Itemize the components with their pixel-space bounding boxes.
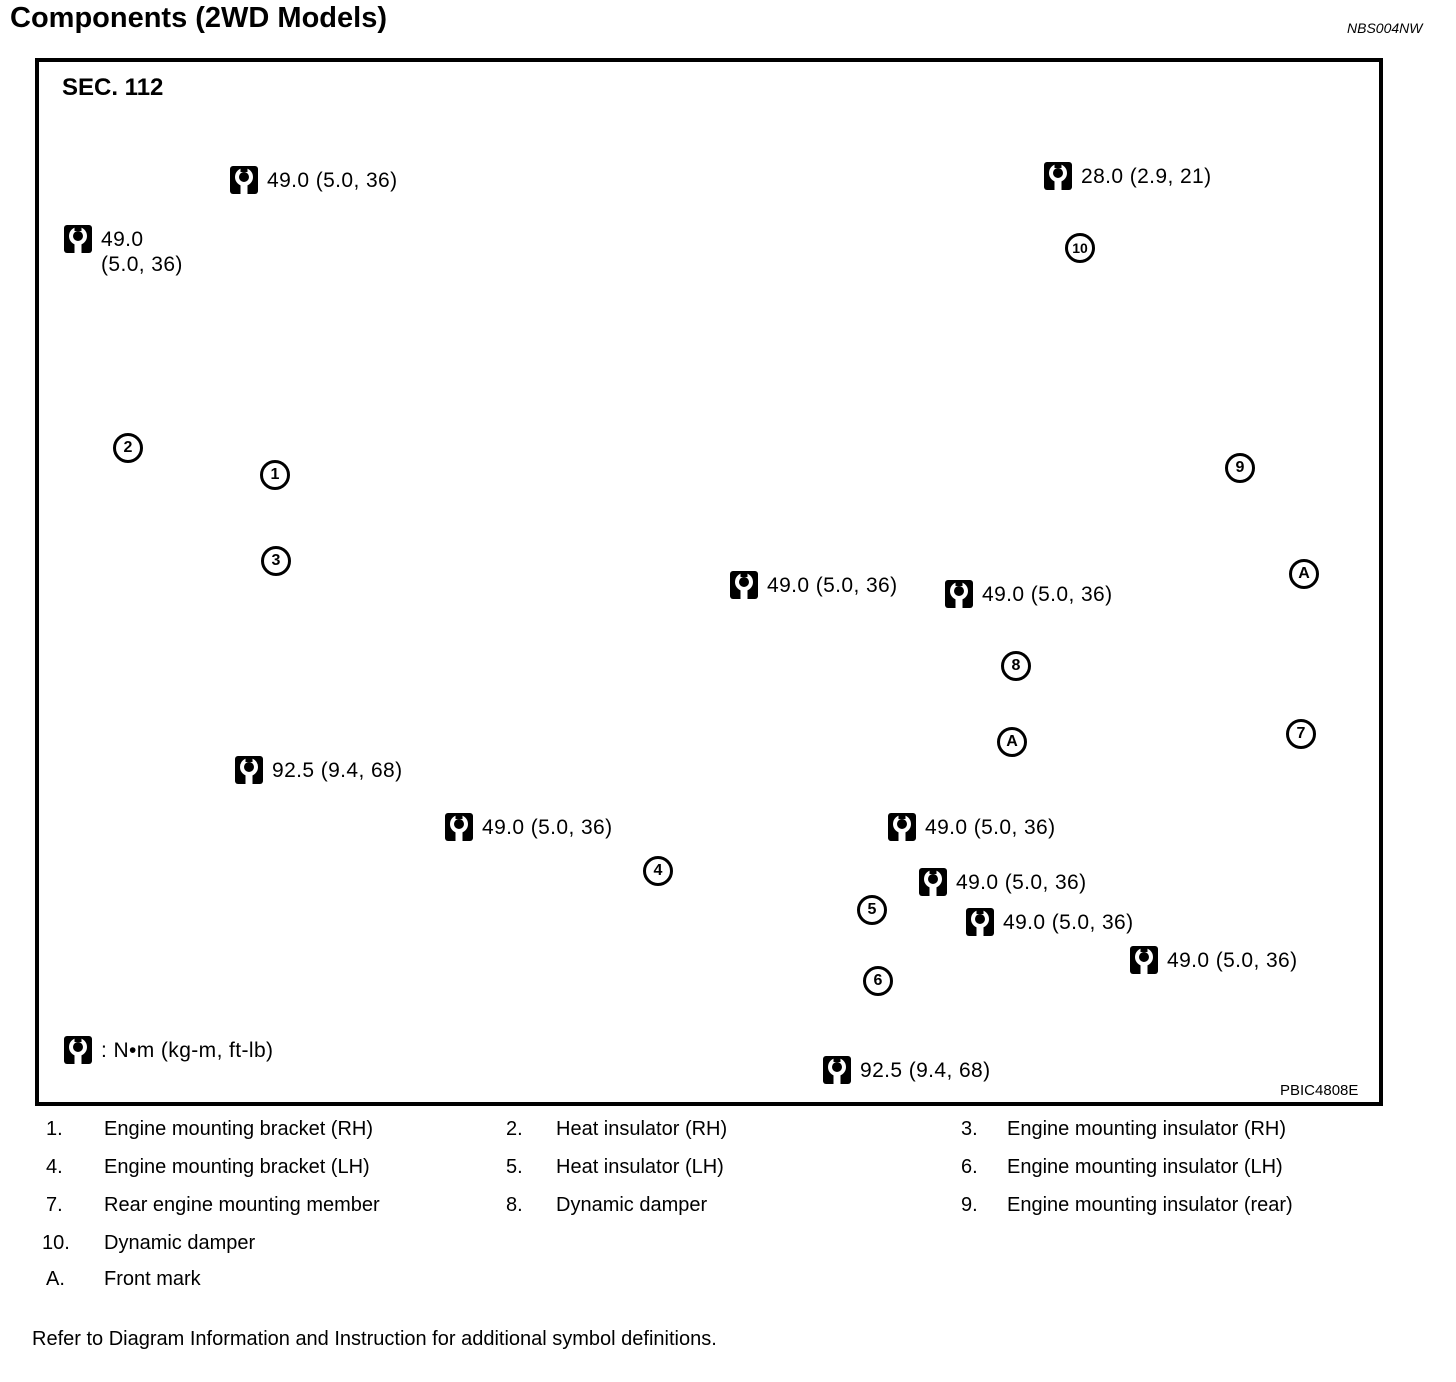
part-label: Engine mounting insulator (RH) xyxy=(1007,1118,1287,1140)
marker-10: 10 xyxy=(1065,233,1095,263)
torque-wrench-icon xyxy=(445,813,473,841)
torque-wrench-icon xyxy=(966,908,994,936)
torque-callout: 49.0 (5.0, 36) xyxy=(945,580,1113,608)
torque-callout: 49.0 (5.0, 36) xyxy=(888,813,1056,841)
part-label: Heat insulator (RH) xyxy=(556,1118,728,1140)
torque-legend: : N•m (kg-m, ft-lb) xyxy=(64,1036,273,1064)
torque-callout: 28.0 (2.9, 21) xyxy=(1044,162,1212,190)
part-num: 5. xyxy=(506,1156,523,1178)
marker-6: 6 xyxy=(863,966,893,996)
part-label: Engine mounting insulator (rear) xyxy=(1007,1194,1293,1216)
part-num: 2. xyxy=(506,1118,523,1140)
marker-9: 9 xyxy=(1225,453,1255,483)
torque-value: 49.0 (5.0, 36) xyxy=(925,816,1056,839)
torque-wrench-icon xyxy=(888,813,916,841)
torque-value: 49.0 (5.0, 36) xyxy=(1003,911,1134,934)
torque-value: 92.5 (9.4, 68) xyxy=(272,759,403,782)
torque-value: 49.0 (5.0, 36) xyxy=(482,816,613,839)
part-num: 8. xyxy=(506,1194,523,1216)
part-label: Dynamic damper xyxy=(104,1232,256,1254)
part-num: 9. xyxy=(961,1194,978,1216)
marker-A-rear: A xyxy=(1289,559,1319,589)
part-num: A. xyxy=(46,1268,65,1290)
torque-value: 49.0 (5.0, 36) xyxy=(767,574,898,597)
marker-A-member: A xyxy=(997,727,1027,757)
torque-value: 49.0 (5.0, 36) xyxy=(267,169,398,192)
torque-wrench-icon xyxy=(919,868,947,896)
torque-callout: 49.0 (5.0, 36) xyxy=(730,571,898,599)
marker-7: 7 xyxy=(1286,719,1316,749)
torque-callout: 49.0(5.0, 36) xyxy=(64,225,183,277)
part-label: Dynamic damper xyxy=(556,1194,708,1216)
figure-code: PBIC4808E xyxy=(1280,1082,1359,1099)
torque-wrench-icon xyxy=(945,580,973,608)
torque-wrench-icon xyxy=(235,756,263,784)
part-label: Engine mounting bracket (LH) xyxy=(104,1156,370,1178)
marker-3: 3 xyxy=(261,546,291,576)
section-label: SEC. 112 xyxy=(62,74,164,101)
torque-callout: 49.0 (5.0, 36) xyxy=(445,813,613,841)
torque-value: 92.5 (9.4, 68) xyxy=(860,1059,991,1082)
torque-wrench-icon xyxy=(230,166,258,194)
footer-note: Refer to Diagram Information and Instruc… xyxy=(32,1328,717,1350)
torque-wrench-icon xyxy=(730,571,758,599)
torque-callout: 49.0 (5.0, 36) xyxy=(966,908,1134,936)
torque-value: 49.0 (5.0, 36) xyxy=(956,871,1087,894)
part-label: Rear engine mounting member xyxy=(104,1194,380,1216)
part-num: 3. xyxy=(961,1118,978,1140)
part-num: 1. xyxy=(46,1118,63,1140)
part-num: 4. xyxy=(46,1156,63,1178)
marker-1: 1 xyxy=(260,460,290,490)
torque-wrench-icon xyxy=(823,1056,851,1084)
torque-callout: 92.5 (9.4, 68) xyxy=(235,756,403,784)
marker-5: 5 xyxy=(857,895,887,925)
part-num: 6. xyxy=(961,1156,978,1178)
torque-callout: 92.5 (9.4, 68) xyxy=(823,1056,991,1084)
marker-4: 4 xyxy=(643,856,673,886)
part-num: 7. xyxy=(46,1194,63,1216)
torque-callout: 49.0 (5.0, 36) xyxy=(1130,946,1298,974)
torque-value: 49.0 (5.0, 36) xyxy=(1167,949,1298,972)
marker-8: 8 xyxy=(1001,651,1031,681)
part-label: Heat insulator (LH) xyxy=(556,1156,724,1178)
page-title: Components (2WD Models) xyxy=(10,2,387,34)
torque-callout: 49.0 (5.0, 36) xyxy=(919,868,1087,896)
doc-code: NBS004NW xyxy=(1347,20,1423,36)
torque-wrench-icon xyxy=(1044,162,1072,190)
torque-value: 49.0 (5.0, 36) xyxy=(982,583,1113,606)
torque-wrench-icon xyxy=(64,225,92,253)
marker-2: 2 xyxy=(113,433,143,463)
torque-callout: 49.0 (5.0, 36) xyxy=(230,166,398,194)
part-label: Engine mounting bracket (RH) xyxy=(104,1118,374,1140)
legend-text: : N•m (kg-m, ft-lb) xyxy=(101,1039,274,1062)
part-label: Front mark xyxy=(104,1268,201,1290)
torque-wrench-icon xyxy=(1130,946,1158,974)
part-num: 10. xyxy=(42,1232,70,1254)
torque-wrench-icon xyxy=(64,1036,92,1064)
part-label: Engine mounting insulator (LH) xyxy=(1007,1156,1283,1178)
diagram-frame xyxy=(35,58,1383,1106)
torque-value: 28.0 (2.9, 21) xyxy=(1081,165,1212,188)
torque-value: 49.0(5.0, 36) xyxy=(101,228,183,276)
